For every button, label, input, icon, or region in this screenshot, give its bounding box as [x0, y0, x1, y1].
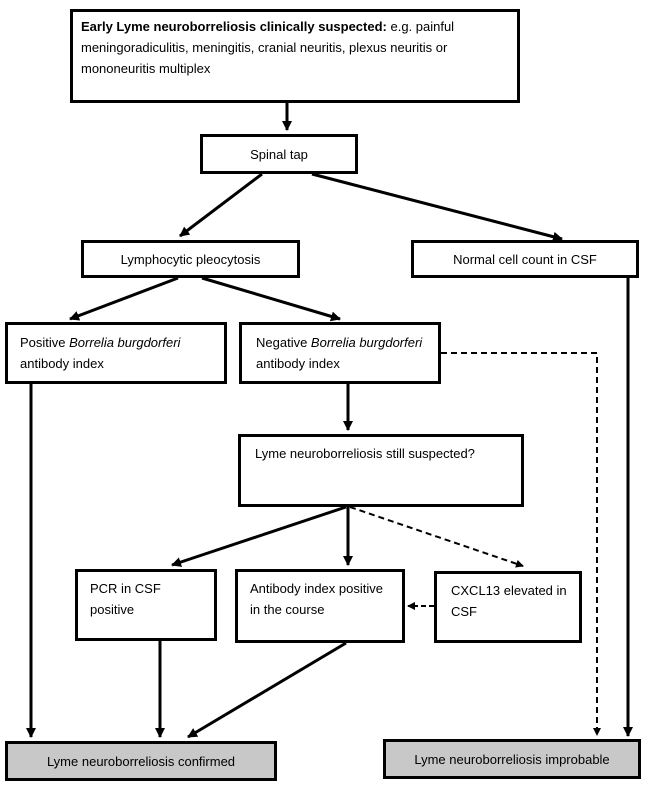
node-spinal-tap: Spinal tap [200, 134, 358, 174]
edge-still-to-pcr [171, 505, 347, 567]
edge-still-to-cxcl13-dashed [349, 506, 524, 568]
node-negative-antibody-index: Negative Borrelia burgdorferi antibody i… [239, 322, 441, 384]
edge-lymph-to-pos [69, 276, 179, 321]
node-pos-post: antibody index [20, 356, 104, 371]
node-lymphocytic-pleocytosis: Lymphocytic pleocytosis [81, 240, 300, 278]
node-neg-pre: Negative [256, 335, 311, 350]
edge-lymph-to-neg [201, 276, 341, 322]
node-lymph-label: Lymphocytic pleocytosis [120, 251, 261, 267]
node-early-suspected-bold: Early Lyme neuroborreliosis clinically s… [81, 19, 387, 34]
node-still-suspected: Lyme neuroborreliosis still suspected? [238, 434, 524, 507]
node-cxcl13-label: CXCL13 elevated in CSF [451, 583, 567, 619]
node-normal-label: Normal cell count in CSF [453, 251, 597, 267]
node-ai-course-label: Antibody index positive in the course [250, 581, 383, 617]
node-spinal-tap-label: Spinal tap [250, 146, 308, 162]
node-antibody-index-course: Antibody index positive in the course [235, 569, 405, 643]
node-cxcl13-elevated: CXCL13 elevated in CSF [434, 571, 582, 643]
node-pcr-label: PCR in CSF positive [90, 581, 161, 617]
edge-spinal-tap-to-lymph [179, 172, 263, 238]
node-still-label: Lyme neuroborreliosis still suspected? [255, 446, 475, 461]
edge-neg-to-improbable-dashed [441, 352, 601, 736]
node-neg-italic: Borrelia burgdorferi [310, 335, 423, 350]
node-pos-pre: Positive [20, 335, 70, 350]
edge-ai-course-to-confirmed [187, 641, 347, 739]
node-early-suspected: Early Lyme neuroborreliosis clinically s… [70, 9, 520, 103]
node-positive-antibody-index: Positive Borrelia burgdorferi antibody i… [5, 322, 227, 384]
node-improbable-label: Lyme neuroborreliosis improbable [414, 751, 610, 767]
node-improbable: Lyme neuroborreliosis improbable [383, 739, 641, 779]
node-pos-italic: Borrelia burgdorferi [69, 335, 181, 350]
node-confirmed-label: Lyme neuroborreliosis confirmed [46, 753, 236, 769]
edge-spinal-tap-to-normal [311, 172, 563, 242]
node-pcr-csf-positive: PCR in CSF positive [75, 569, 217, 641]
node-early-suspected-text: e.g. painful meningoradiculitis, meningi… [81, 19, 455, 76]
node-normal-cell-count: Normal cell count in CSF [411, 240, 639, 278]
node-neg-post: antibody index [256, 356, 340, 371]
node-confirmed: Lyme neuroborreliosis confirmed [5, 741, 277, 781]
